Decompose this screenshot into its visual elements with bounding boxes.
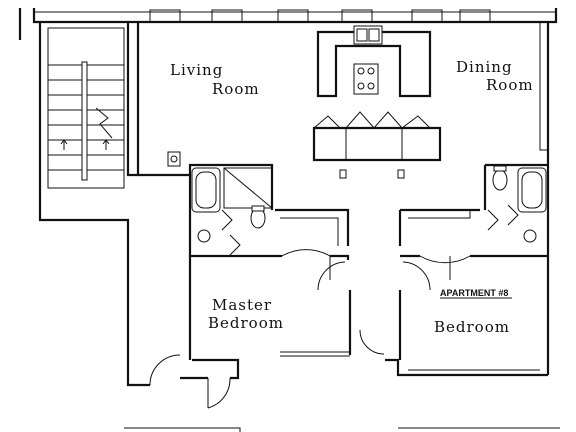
room-labels: Living Room Dining Room Master Bedroom B…: [170, 58, 534, 336]
master-bedroom-label-line1: Master: [212, 296, 272, 314]
bathtub-icon: [191, 167, 221, 213]
kitchen-counter: [316, 25, 432, 98]
dining-room-label-line1: Dining: [456, 58, 513, 76]
stove-icon: [353, 63, 379, 95]
living-room-label-line1: Living: [170, 61, 223, 79]
bath-sink-icon-2: [523, 229, 537, 243]
apartment-label: APARTMENT #8: [440, 288, 508, 298]
entry-doors: [149, 151, 385, 409]
living-room-label-line2: Room: [212, 80, 260, 98]
master-bathroom: [191, 167, 346, 291]
dining-room-label-line2: Room: [486, 76, 534, 94]
kitchen-sink-icon: [353, 25, 383, 45]
interior-walls: [138, 163, 548, 360]
master-bedroom-label-line2: Bedroom: [208, 314, 284, 332]
exterior-walls: [18, 8, 560, 432]
stairwell: [47, 27, 125, 189]
bathtub-icon-2: [517, 167, 547, 213]
bath-sink-icon: [197, 229, 211, 243]
bedroom-label: Bedroom: [434, 318, 510, 336]
second-bathroom: [402, 165, 547, 291]
dining-cabinets: [312, 111, 442, 179]
toilet-icon-2: [492, 169, 508, 191]
